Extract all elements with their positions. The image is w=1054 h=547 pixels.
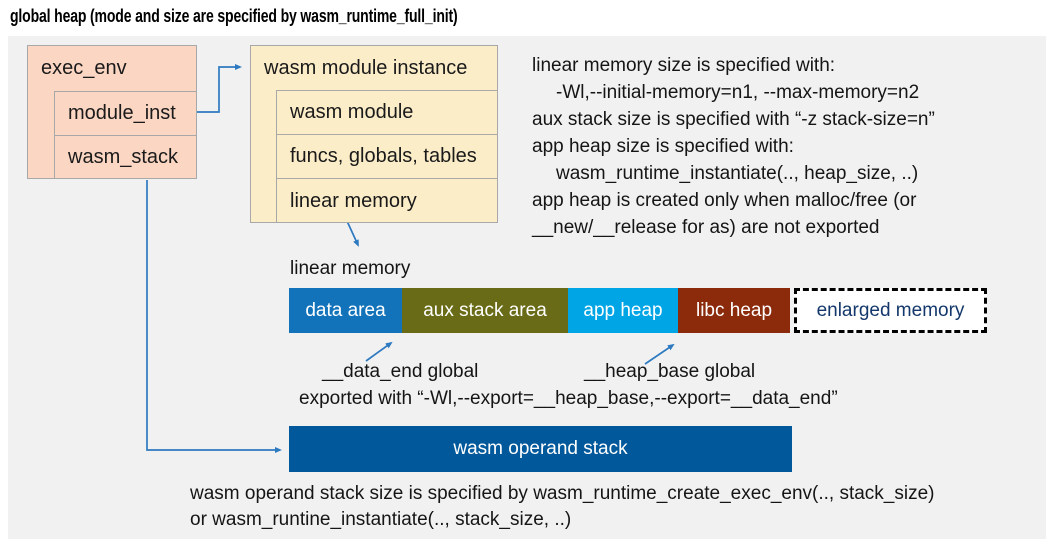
- segment-app-heap: app heap: [568, 288, 678, 333]
- exported-flags-label: exported with “-Wl,--export=__heap_base,…: [299, 388, 838, 409]
- exec-env-row-module-inst: module_inst: [54, 91, 196, 135]
- segment-enlarged-memory: enlarged memory: [794, 288, 987, 333]
- notes-bottom: wasm operand stack size is specified by …: [190, 481, 935, 533]
- diagram-title: global heap (mode and size are specified…: [10, 6, 458, 26]
- linear-memory-bar: data area aux stack area app heap libc h…: [289, 288, 987, 333]
- note-line: wasm_runtime_instantiate(.., heap_size, …: [556, 163, 919, 184]
- exec-env-row-wasm-stack: wasm_stack: [54, 135, 196, 178]
- note-line: wasm operand stack size is specified by …: [190, 483, 935, 504]
- instance-row-funcs-globals-tables: funcs, globals, tables: [276, 134, 497, 178]
- note-line: -Wl,--initial-memory=n1, --max-memory=n2: [556, 82, 920, 103]
- instance-row-wasm-module: wasm module: [276, 90, 497, 134]
- wasm-module-instance-title: wasm module instance: [264, 56, 468, 79]
- heap-base-global-label: __heap_base global: [584, 361, 756, 382]
- exec-env-box: exec_env module_inst wasm_stack: [27, 45, 197, 179]
- wasm-operand-stack-label: wasm operand stack: [453, 438, 628, 459]
- note-line: linear memory size is specified with:: [532, 55, 836, 76]
- note-line: app heap is created only when malloc/fre…: [532, 190, 917, 211]
- exec-env-title: exec_env: [41, 57, 127, 79]
- segment-aux-stack-area: aux stack area: [402, 288, 568, 333]
- wasm-operand-stack-bar: wasm operand stack: [289, 426, 792, 472]
- segment-data-area: data area: [289, 288, 402, 333]
- note-line: __new/__release for as) are not exported: [532, 217, 880, 238]
- note-line: aux stack size is specified with “-z sta…: [532, 109, 935, 130]
- notes-right: linear memory size is specified with: -W…: [532, 52, 935, 241]
- note-line: app heap size is specified with:: [532, 136, 794, 157]
- wasm-module-instance-box: wasm module instance wasm module funcs, …: [250, 45, 498, 223]
- note-line: or wasm_runtine_instantiate(.., stack_si…: [190, 509, 572, 530]
- data-end-global-label: __data_end global: [322, 361, 479, 382]
- instance-row-linear-memory: linear memory: [276, 178, 497, 223]
- linear-memory-label: linear memory: [290, 258, 411, 279]
- segment-libc-heap: libc heap: [678, 288, 790, 333]
